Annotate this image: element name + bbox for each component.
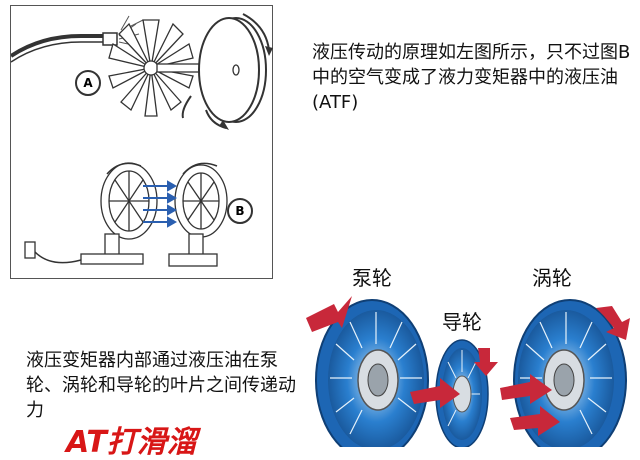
fan-a bbox=[108, 19, 194, 117]
label-a: A bbox=[75, 70, 101, 96]
schematic-panel: A B bbox=[10, 5, 273, 279]
schematic-drawing bbox=[11, 13, 273, 267]
red-caption: AT打滑溜 bbox=[66, 425, 197, 460]
shaft bbox=[156, 63, 202, 73]
description-top: 液压传动的原理如左图所示，只不过图B中的空气变成了液力变矩器中的液压油(ATF) bbox=[312, 42, 631, 113]
wall-plug bbox=[24, 241, 36, 259]
pump-wheel bbox=[315, 299, 429, 447]
fan-b-left bbox=[80, 162, 158, 265]
label-b: B bbox=[227, 198, 253, 224]
airflow-arrows bbox=[143, 180, 178, 228]
stator-wheel bbox=[435, 339, 489, 447]
fan-b-right bbox=[168, 164, 228, 267]
stator-label: 导轮 bbox=[442, 310, 482, 334]
torque-converter-drawing bbox=[306, 296, 630, 447]
air-hose bbox=[11, 34, 106, 58]
description-bottom: 液压变矩器内部通过液压油在泵轮、涡轮和导轮的叶片之间传递动力 bbox=[26, 350, 296, 421]
turbine-label: 涡轮 bbox=[532, 266, 572, 290]
nozzle bbox=[102, 32, 118, 46]
pump-label: 泵轮 bbox=[352, 266, 392, 290]
flow-arrows bbox=[306, 296, 630, 436]
